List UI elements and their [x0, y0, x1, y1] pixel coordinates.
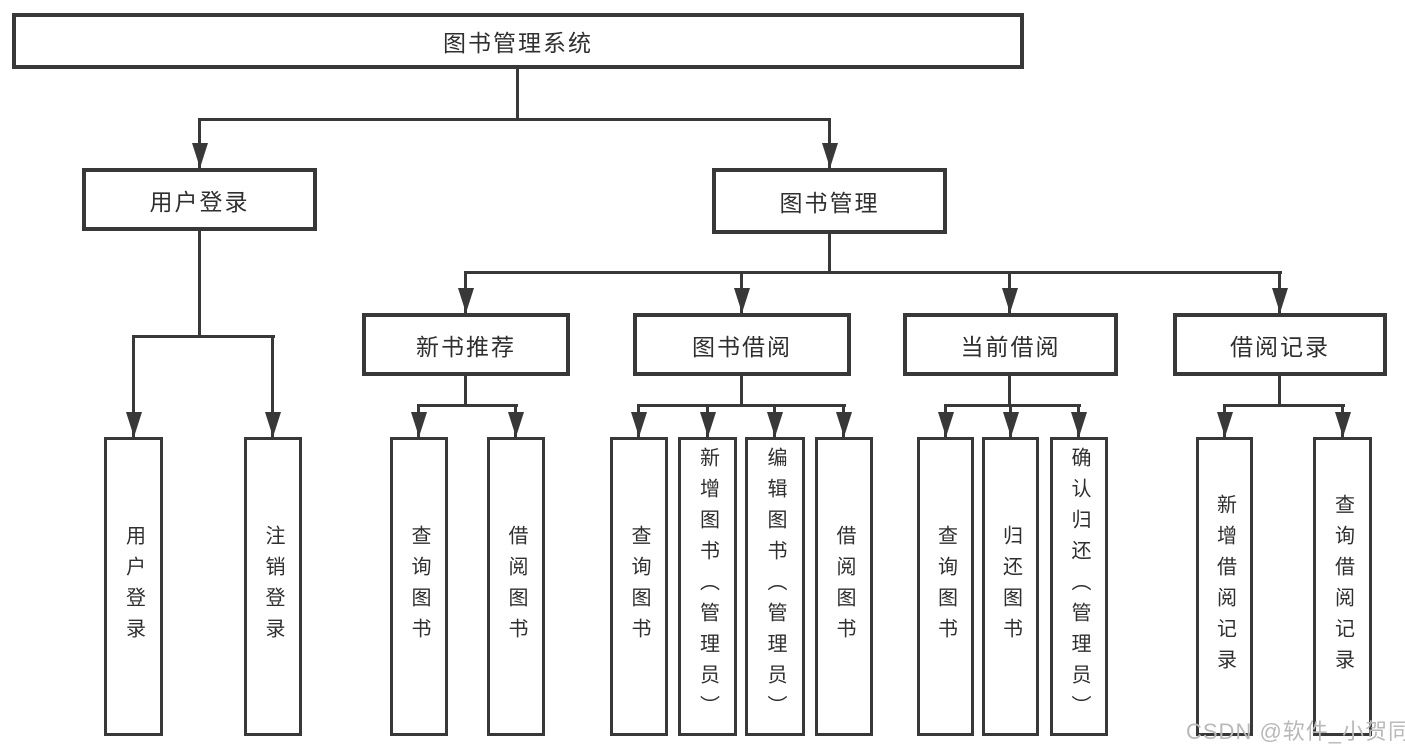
- arrow-down-icon: [508, 412, 524, 437]
- arrow-down-icon: [938, 412, 954, 437]
- leaf-label: 借阅图书: [505, 524, 527, 649]
- connector-line: [198, 118, 831, 121]
- connector-line: [740, 376, 743, 407]
- leaf-label: 编辑图书（管理员）: [764, 447, 786, 726]
- arrow-down-icon: [126, 412, 142, 437]
- node-user-login: 用户登录: [82, 168, 317, 231]
- arrow-down-icon: [734, 288, 750, 313]
- leaf-label: 查询借阅记录: [1331, 493, 1354, 680]
- connector-line: [132, 335, 275, 338]
- connector-line: [637, 404, 846, 407]
- node-label: 图书管理系统: [443, 30, 593, 56]
- leaf-label: 查询图书: [934, 524, 957, 649]
- connector-line: [271, 335, 274, 437]
- connector-line: [828, 234, 831, 274]
- arrow-down-icon: [1217, 412, 1233, 437]
- arrow-down-icon: [458, 288, 474, 313]
- connector-line: [132, 335, 135, 437]
- node-borrow-records: 借阅记录: [1173, 313, 1387, 376]
- leaf-label: 新增借阅记录: [1213, 493, 1236, 680]
- arrow-down-icon: [192, 143, 208, 168]
- arrow-down-icon: [1272, 288, 1288, 313]
- connector-line: [944, 404, 1081, 407]
- node-book-management: 图书管理: [712, 168, 947, 234]
- arrow-down-icon: [411, 412, 427, 437]
- node-library-mgmt-system: 图书管理系统: [12, 13, 1024, 69]
- leaf-label: 用户登录: [122, 524, 145, 649]
- leaf-label: 注销登录: [262, 524, 284, 649]
- leaf-borrowing-query-book: 查询图书: [610, 437, 668, 736]
- connector-line: [1223, 404, 1345, 407]
- leaf-current-return-book: 归还图书: [982, 437, 1039, 736]
- arrow-down-icon: [1002, 288, 1018, 313]
- node-label: 借阅记录: [1230, 333, 1330, 360]
- connector-line: [417, 404, 518, 407]
- leaf-label: 新增图书（管理员）: [696, 447, 719, 726]
- arrow-down-icon: [836, 412, 852, 437]
- node-book-borrowing: 图书借阅: [633, 313, 851, 376]
- node-label: 图书管理: [779, 190, 880, 216]
- connector-line: [1278, 376, 1281, 407]
- leaf-borrowing-borrow-book: 借阅图书: [815, 437, 873, 736]
- leaf-label: 借阅图书: [833, 524, 855, 649]
- connector-line: [464, 376, 467, 407]
- node-label: 图书借阅: [692, 333, 792, 360]
- arrow-down-icon: [700, 412, 716, 437]
- leaf-logout-login: 注销登录: [244, 437, 302, 736]
- leaf-label: 查询图书: [408, 524, 430, 649]
- leaf-current-confirm-return-admin: 确认归还（管理员）: [1050, 437, 1108, 736]
- arrow-down-icon: [822, 143, 838, 168]
- leaf-borrowing-edit-book-admin: 编辑图书（管理员）: [745, 437, 805, 736]
- watermark-text: CSDN @软件_小贺同: [1186, 719, 1405, 744]
- connector-line: [516, 69, 519, 119]
- csdn-watermark: CSDN @软件_小贺同学: [1186, 714, 1405, 746]
- arrow-down-icon: [767, 412, 783, 437]
- leaf-label: 查询图书: [628, 524, 650, 649]
- leaf-label: 归还图书: [999, 524, 1022, 649]
- node-new-book-recommend: 新书推荐: [362, 313, 570, 376]
- connector-line: [464, 271, 1282, 274]
- leaf-current-query-book: 查询图书: [917, 437, 974, 736]
- leaf-records-new-borrow-record: 新增借阅记录: [1196, 437, 1253, 736]
- leaf-label: 确认归还（管理员）: [1068, 447, 1090, 726]
- node-label: 当前借阅: [960, 333, 1061, 360]
- arrow-down-icon: [1335, 412, 1351, 437]
- leaf-records-query-borrow-record: 查询借阅记录: [1313, 437, 1372, 736]
- node-label: 新书推荐: [416, 333, 516, 360]
- connector-line: [198, 231, 201, 338]
- leaf-recommend-borrow-book: 借阅图书: [487, 437, 545, 736]
- leaf-recommend-query-book: 查询图书: [390, 437, 448, 736]
- leaf-user-login: 用户登录: [104, 437, 163, 736]
- leaf-borrowing-add-book-admin: 新增图书（管理员）: [678, 437, 737, 736]
- node-current-borrowing: 当前借阅: [903, 313, 1118, 376]
- arrow-down-icon: [1071, 412, 1087, 437]
- arrow-down-icon: [1003, 412, 1019, 437]
- node-label: 用户登录: [149, 188, 250, 215]
- connector-line: [1008, 376, 1011, 407]
- arrow-down-icon: [631, 412, 647, 437]
- arrow-down-icon: [265, 412, 281, 437]
